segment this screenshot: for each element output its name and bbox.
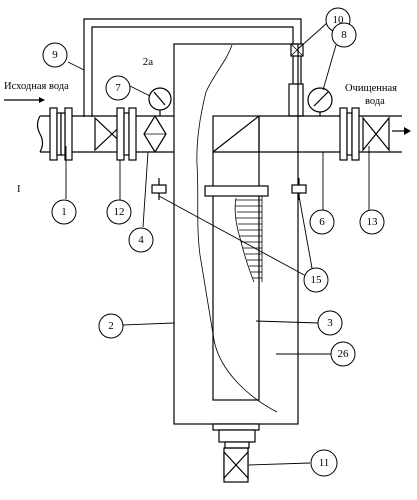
bypass-valve: [290, 43, 304, 84]
inlet-flange: [49, 107, 73, 161]
outlet-pressure-gauge: [307, 87, 333, 116]
side-mark: I: [17, 184, 21, 195]
svg-text:2: 2: [108, 320, 114, 332]
outlet-label-line2: вода: [365, 96, 385, 107]
filter-element-hatching: [234, 196, 263, 283]
outlet-valve: [362, 116, 390, 152]
svg-text:26: 26: [338, 348, 350, 360]
svg-text:15: 15: [311, 274, 323, 286]
callout-6: 6: [309, 209, 335, 235]
cutaway-break-line: [196, 44, 278, 413]
callout-26: 26: [330, 341, 356, 367]
svg-text:7: 7: [115, 82, 121, 94]
cartridge-mount-bar: [204, 185, 269, 197]
callout-12: 12: [106, 199, 132, 225]
callout-4: 4: [128, 227, 154, 253]
inlet-pressure-gauge: [148, 87, 172, 116]
drain-assembly: [212, 423, 260, 483]
svg-text:12: 12: [114, 206, 125, 218]
svg-text:6: 6: [319, 216, 325, 228]
callout-8: 8: [331, 22, 357, 48]
callout-2: 2: [98, 313, 124, 339]
outlet-label-line1: Очищенная: [345, 83, 397, 94]
outlet-arrow: [392, 127, 411, 135]
callout-15: 15: [303, 267, 329, 293]
svg-text:4: 4: [138, 234, 144, 246]
svg-text:13: 13: [367, 216, 379, 228]
callout-7: 7: [105, 75, 131, 101]
flange-12: [116, 107, 137, 161]
filter-housing: [173, 43, 299, 425]
outlet-flange: [339, 107, 360, 161]
callout-2a: 2а: [143, 56, 154, 68]
bypass-pipe: [83, 18, 302, 117]
callout-1: 1: [51, 199, 77, 225]
diamond-device: [143, 114, 167, 154]
svg-text:8: 8: [341, 29, 347, 41]
callout-13: 13: [359, 209, 385, 235]
filter-cartridge: [212, 115, 298, 401]
svg-text:10: 10: [333, 14, 345, 26]
leader-lines: [65, 22, 370, 466]
svg-text:9: 9: [52, 49, 58, 61]
svg-text:3: 3: [327, 317, 333, 329]
callout-3: 3: [317, 310, 343, 336]
inlet-label: Исходная вода: [4, 81, 69, 92]
callout-9: 9: [42, 42, 68, 68]
svg-text:1: 1: [61, 206, 67, 218]
callout-11: 11: [310, 449, 338, 477]
fastener-left: [151, 178, 167, 200]
gauge-housing: [288, 83, 304, 117]
svg-text:11: 11: [319, 457, 330, 469]
inlet-arrow: [4, 97, 45, 103]
